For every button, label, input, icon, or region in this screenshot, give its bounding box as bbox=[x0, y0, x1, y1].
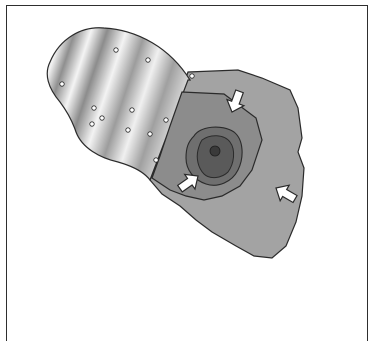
vent-dot bbox=[190, 74, 194, 78]
vent-dot bbox=[100, 116, 104, 120]
stoma-opening bbox=[210, 146, 220, 156]
vent-dot bbox=[148, 132, 152, 136]
vent-dot bbox=[90, 122, 94, 126]
stoma bbox=[197, 136, 233, 178]
vent-dot bbox=[114, 48, 118, 52]
vent-dot bbox=[60, 82, 64, 86]
vent-dot bbox=[154, 158, 158, 162]
vent-dot bbox=[130, 108, 134, 112]
vent-dot bbox=[126, 128, 130, 132]
vent-dot bbox=[146, 58, 150, 62]
vent-dot bbox=[92, 106, 96, 110]
vent-dot bbox=[164, 118, 168, 122]
